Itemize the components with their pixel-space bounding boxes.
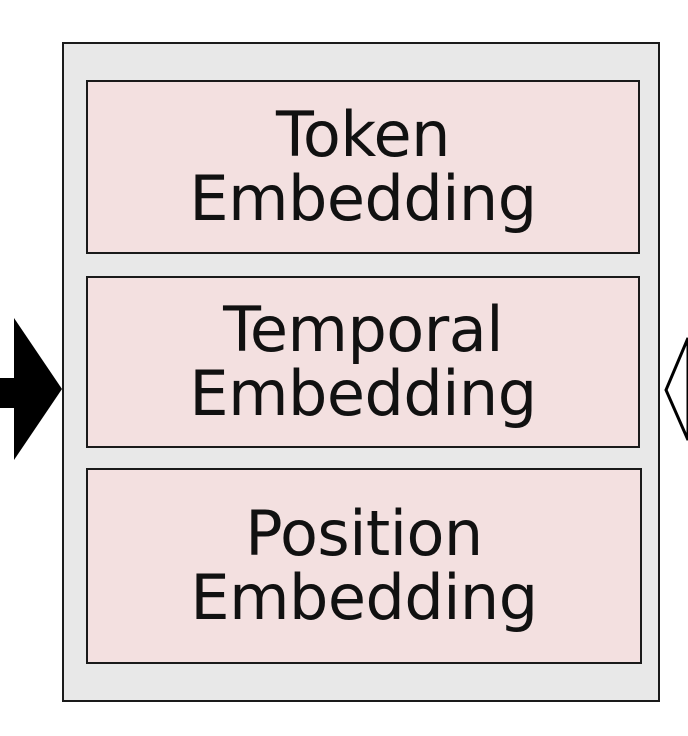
input-arrow-shaft <box>0 378 16 408</box>
token-embedding-block: Token Embedding <box>86 80 640 254</box>
position-embedding-block: Position Embedding <box>86 468 642 664</box>
token-embedding-title: Token <box>276 98 450 171</box>
temporal-embedding-title: Temporal <box>223 293 503 366</box>
position-embedding-title: Position <box>245 497 483 570</box>
token-embedding-subtitle: Embedding <box>189 162 537 235</box>
input-arrow-head <box>14 318 62 460</box>
position-embedding-subtitle: Embedding <box>190 561 538 634</box>
output-arrow-head <box>664 337 688 441</box>
temporal-embedding-block: Temporal Embedding <box>86 276 640 448</box>
temporal-embedding-subtitle: Embedding <box>189 357 537 430</box>
